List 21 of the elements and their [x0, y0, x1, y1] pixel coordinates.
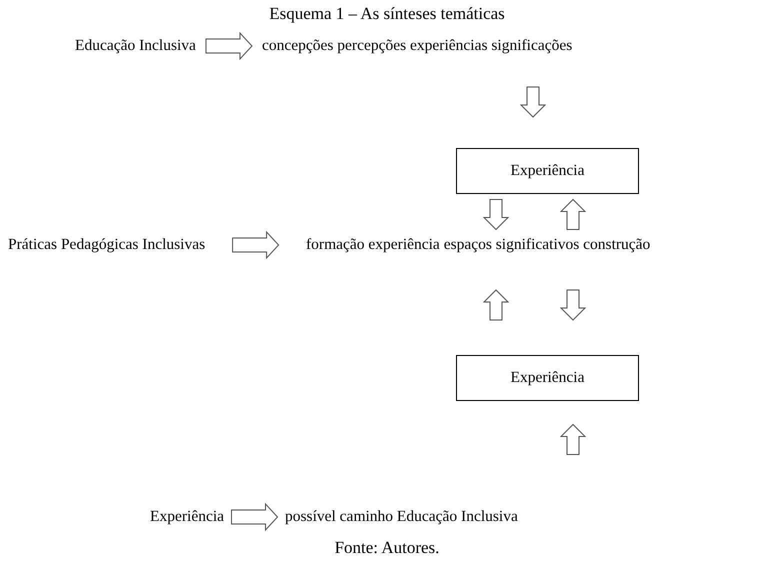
- box-label: Experiência: [510, 161, 584, 181]
- block-arrow: [560, 424, 586, 455]
- term-text: formação experiência espaços significativos construção: [306, 235, 650, 255]
- block-arrow: [205, 32, 253, 60]
- box-label: Experiência: [510, 368, 584, 388]
- block-arrow: [520, 86, 546, 118]
- block-arrow: [560, 198, 586, 230]
- term-text: concepções percepções experiências significações: [262, 36, 572, 56]
- block-arrow: [560, 290, 586, 321]
- term-text: Práticas Pedagógicas Inclusivas: [8, 235, 206, 255]
- block-arrow: [482, 289, 510, 320]
- process-box: [456, 355, 639, 401]
- block-arrow: [482, 199, 510, 230]
- term-text: Educação Inclusiva: [75, 36, 196, 56]
- term-text: possível caminho Educação Inclusiva: [285, 507, 518, 527]
- block-arrow: [232, 230, 280, 260]
- block-arrow: [231, 502, 278, 532]
- source-caption: Fonte: Autores.: [334, 538, 440, 558]
- term-text: Experiência: [150, 507, 224, 527]
- diagram-title: Esquema 1 – As sínteses temáticas: [268, 4, 506, 24]
- process-box: [456, 148, 639, 194]
